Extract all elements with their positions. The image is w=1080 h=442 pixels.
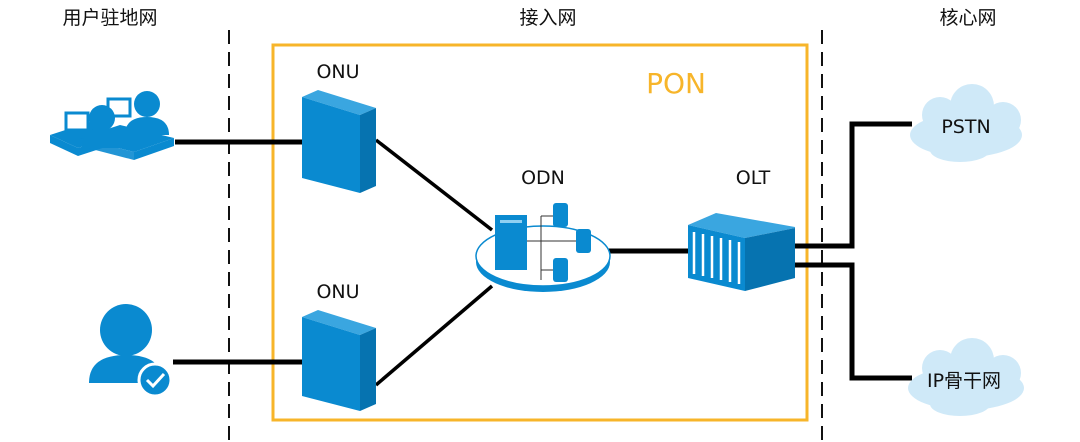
check-icon [145, 372, 166, 389]
link-olt-ip [795, 262, 912, 381]
verified-user-icon [89, 304, 173, 398]
pon-label: PON [646, 67, 706, 100]
odn-label: ODN [521, 167, 565, 189]
onu-bottom-device-icon [302, 310, 376, 411]
zone-label-access-network: 接入网 [519, 7, 576, 29]
ip-backbone-label: IP骨干网 [927, 370, 1001, 392]
zone-label-customer-premises: 用户驻地网 [62, 7, 157, 29]
zone-label-core-network: 核心网 [939, 7, 996, 29]
link-olt-pstn [795, 121, 912, 249]
odn-splitter-icon [475, 203, 611, 292]
pon-boundary [271, 43, 809, 422]
users-workstation-icon [50, 91, 174, 160]
onu-bottom-label: ONU [316, 281, 359, 303]
link-onu-odn-top [374, 138, 494, 232]
onu-top-label: ONU [316, 61, 359, 83]
pstn-label: PSTN [941, 116, 990, 138]
link-onu-odn-bottom [374, 284, 494, 387]
ip-backbone-cloud-icon [908, 338, 1024, 416]
olt-device-icon [688, 213, 795, 291]
onu-top-device-icon [302, 90, 376, 193]
pstn-cloud-icon [910, 84, 1022, 162]
olt-label: OLT [736, 167, 771, 189]
